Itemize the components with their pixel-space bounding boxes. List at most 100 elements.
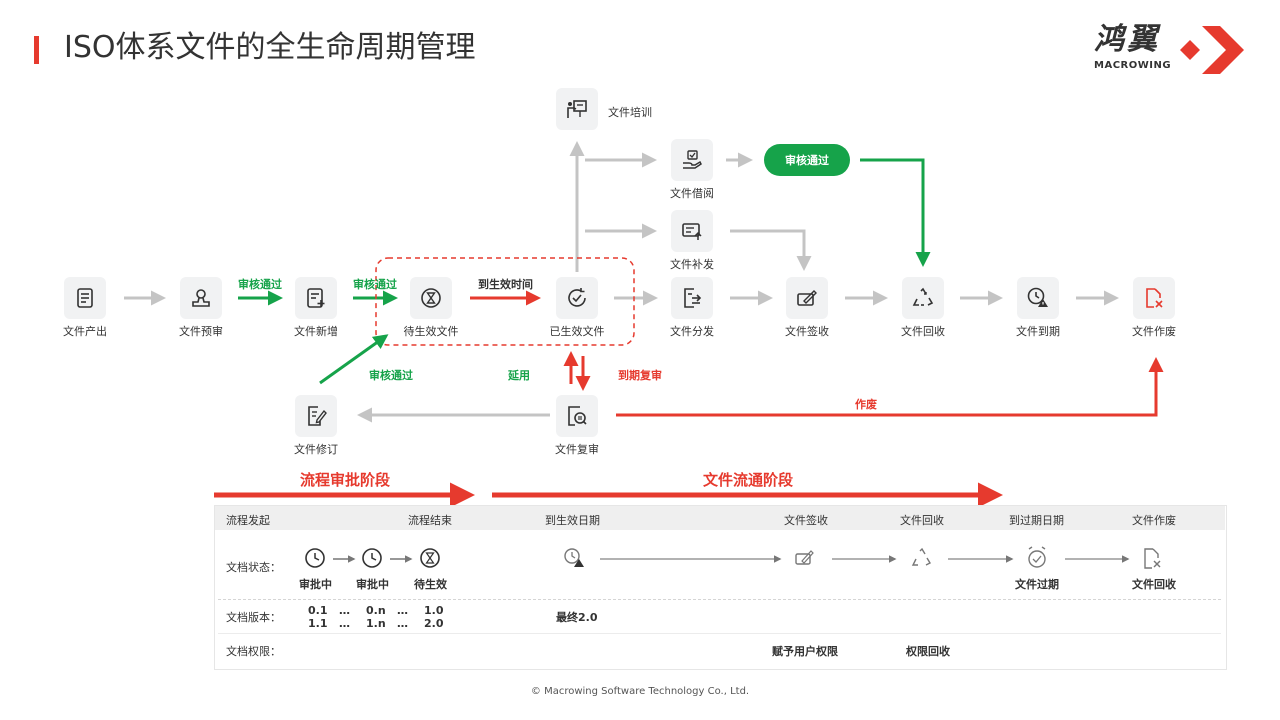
node-pre-review[interactable] — [180, 277, 222, 319]
node-recycle-label: 文件回收 — [901, 325, 945, 338]
status-approving-1: 审批中 — [299, 578, 332, 591]
status-pending: 待生效 — [414, 578, 447, 591]
document-reissue-icon — [682, 223, 702, 240]
node-void[interactable] — [1133, 277, 1175, 319]
node-distribute-label: 文件分发 — [670, 325, 714, 338]
version-r1-c3: 0.n — [366, 604, 386, 617]
status-expired: 文件过期 — [1015, 578, 1059, 591]
label-extend: 延用 — [508, 369, 530, 382]
node-produce-label: 文件产出 — [63, 325, 107, 338]
clock-warning-icon — [1027, 287, 1048, 307]
node-effective-label: 已生效文件 — [549, 325, 605, 338]
version-r1-c1: 0.1 — [308, 604, 328, 617]
th-void: 文件作废 — [1132, 514, 1176, 527]
node-borrow-label: 文件借阅 — [670, 187, 714, 200]
node-revise-label: 文件修订 — [294, 443, 338, 456]
version-r1-c2: … — [339, 604, 350, 617]
document-add-icon — [307, 288, 325, 308]
hourglass-icon-small — [420, 548, 440, 568]
node-training[interactable] — [556, 88, 598, 130]
logo-text-en: MACROWING — [1094, 60, 1172, 71]
stage-approval: 流程审批阶段 — [300, 471, 391, 489]
title-accent-bar — [34, 36, 39, 64]
label-void: 作废 — [855, 398, 877, 411]
node-pending[interactable] — [410, 277, 452, 319]
document-icon — [77, 288, 93, 308]
lifecycle-table — [214, 505, 1227, 670]
th-sign: 文件签收 — [784, 514, 828, 527]
version-r2-c1: 1.1 — [308, 617, 328, 630]
approved-pill: 审核通过 — [764, 144, 850, 176]
hourglass-icon — [421, 288, 441, 308]
th-expire-date: 到过期日期 — [1009, 514, 1064, 527]
node-recycle[interactable] — [902, 277, 944, 319]
th-start: 流程发起 — [226, 514, 270, 527]
page-title: ISO体系文件的全生命周期管理 — [64, 30, 476, 65]
version-r1-c5: 1.0 — [424, 604, 444, 617]
node-re-review[interactable] — [556, 395, 598, 437]
row-label-permission: 文档权限： — [226, 645, 281, 658]
node-void-label: 文件作废 — [1132, 325, 1176, 338]
sign-icon-small — [795, 550, 814, 565]
label-expiry-re-review: 到期复审 — [618, 369, 662, 382]
logo-text-cn: 鸿翼 — [1094, 22, 1160, 57]
node-add[interactable] — [295, 277, 337, 319]
recycle-icon-small — [911, 547, 931, 566]
th-effective-date: 到生效日期 — [545, 514, 600, 527]
th-recycle: 文件回收 — [900, 514, 944, 527]
status-approving-2: 审批中 — [356, 578, 389, 591]
node-borrow[interactable] — [671, 139, 713, 181]
row-label-version: 文档版本： — [226, 611, 281, 624]
version-r2-c4: … — [397, 617, 408, 630]
recycle-icon — [912, 287, 934, 306]
alarm-check-icon — [1028, 546, 1046, 568]
node-distribute[interactable] — [671, 277, 713, 319]
node-sign[interactable] — [786, 277, 828, 319]
node-sign-label: 文件签收 — [785, 325, 829, 338]
version-r2-c5: 2.0 — [424, 617, 444, 630]
training-board-icon — [567, 100, 587, 118]
clock-icon-2 — [362, 548, 382, 568]
node-expire[interactable] — [1017, 277, 1059, 319]
permission-revoke: 权限回收 — [906, 645, 950, 658]
node-expire-label: 文件到期 — [1016, 325, 1060, 338]
footer-copyright: © Macrowing Software Technology Co., Ltd… — [530, 686, 750, 697]
version-r2-c3: 1.n — [366, 617, 386, 630]
label-approved-revise: 审核通过 — [369, 369, 413, 382]
row-divider-1 — [218, 599, 1221, 600]
node-supplement-label: 文件补发 — [670, 258, 714, 271]
document-share-icon — [684, 288, 702, 308]
node-re-review-label: 文件复审 — [555, 443, 599, 456]
node-add-label: 文件新增 — [294, 325, 338, 338]
stage-circulation: 文件流通阶段 — [703, 471, 794, 489]
sign-icon — [797, 290, 817, 306]
node-pre-review-label: 文件预审 — [179, 325, 223, 338]
document-review-icon — [568, 406, 587, 426]
hand-document-icon — [683, 150, 702, 169]
version-r2-c2: … — [339, 617, 350, 630]
node-supplement[interactable] — [671, 210, 713, 252]
label-approved-2: 审核通过 — [353, 278, 397, 291]
node-effective[interactable] — [556, 277, 598, 319]
node-pending-label: 待生效文件 — [403, 325, 459, 338]
stamp-icon — [192, 289, 210, 307]
clock-icon-1 — [305, 548, 325, 568]
version-final: 最终2.0 — [556, 611, 598, 624]
status-recycled: 文件回收 — [1132, 578, 1176, 591]
row-label-status: 文档状态： — [226, 561, 281, 574]
version-r1-c4: … — [397, 604, 408, 617]
node-revise[interactable] — [295, 395, 337, 437]
document-void-icon — [1146, 288, 1163, 308]
label-approved-1: 审核通过 — [238, 278, 282, 291]
node-training-label: 文件培训 — [608, 106, 652, 119]
clock-warning-icon-small — [564, 548, 584, 567]
permission-grant: 赋予用户权限 — [772, 645, 838, 658]
logo-chevron-icon — [1180, 26, 1244, 74]
th-end: 流程结束 — [408, 514, 452, 527]
lifecycle-table-header — [215, 506, 1225, 530]
label-to-effective-time: 到生效时间 — [478, 278, 533, 291]
document-void-icon-small — [1144, 548, 1161, 569]
node-produce[interactable] — [64, 277, 106, 319]
